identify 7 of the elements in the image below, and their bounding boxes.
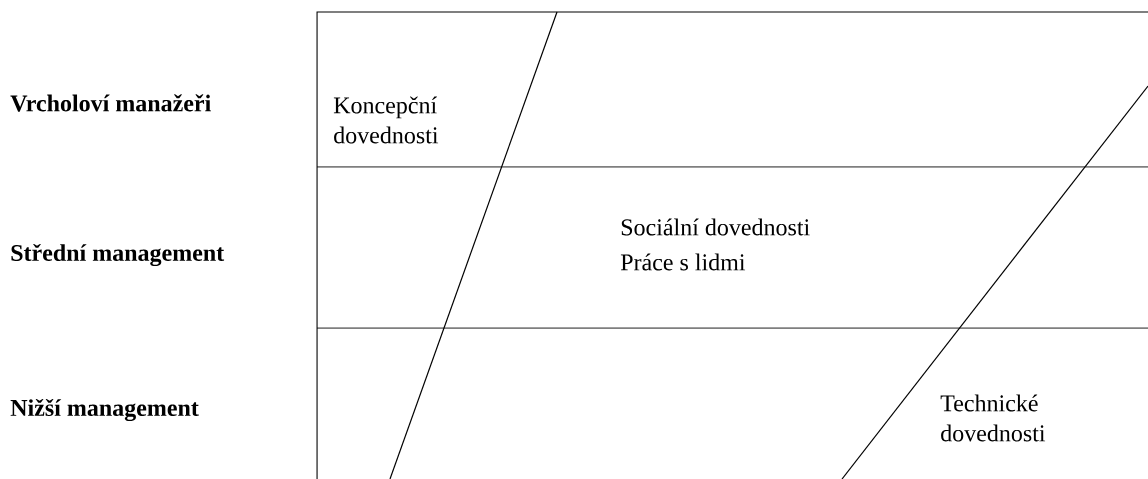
skill-label: Koncepční dovednosti xyxy=(333,96,439,144)
skill-label: Sociální dovednosti xyxy=(621,218,810,236)
skill-label: Technické dovednosti xyxy=(940,394,1046,442)
row-label: Nižší management xyxy=(10,398,199,422)
row-label: Střední management xyxy=(11,243,225,267)
row-label: Vrcholoví manažeři xyxy=(10,94,211,112)
skill-label: Práce s lidmi xyxy=(620,253,746,271)
